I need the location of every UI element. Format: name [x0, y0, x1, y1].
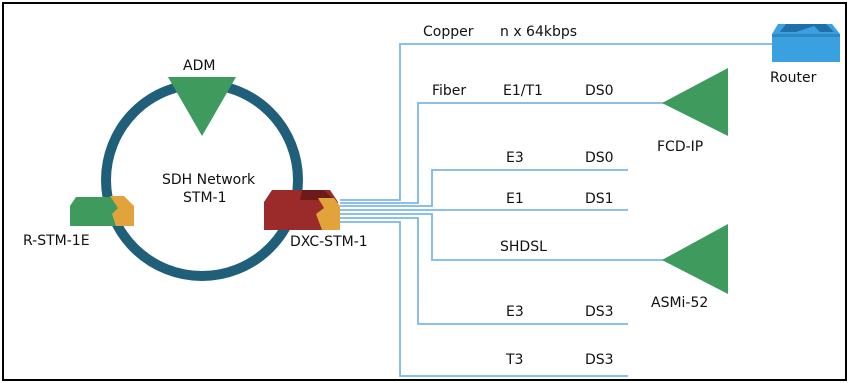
link-e3-ds3 [340, 217, 628, 325]
link-t3-ds3 [340, 221, 628, 377]
r-stm1e-label: R-STM-1E [23, 233, 90, 249]
link-fiber-rate: DS0 [585, 83, 614, 99]
router-icon [772, 24, 840, 62]
link-e3-ds0 [340, 169, 628, 207]
dxc-stm1-icon [264, 190, 340, 230]
link-e3-ds0-rate: DS0 [585, 150, 614, 166]
link-shdsl-type: SHDSL [500, 239, 547, 255]
link-fiber-label: Fiber [432, 83, 466, 99]
network-rate-label: STM-1 [183, 190, 226, 206]
router-label: Router [770, 70, 817, 86]
asmi-52-label: ASMi-52 [651, 295, 708, 311]
link-fiber [340, 102, 665, 204]
link-e3-ds0-type: E3 [506, 150, 524, 166]
link-shdsl [340, 213, 665, 261]
network-name-label: SDH Network [162, 172, 256, 188]
link-t3-ds3-type: T3 [505, 352, 523, 368]
asmi-52-icon [662, 224, 728, 294]
link-copper-rate: n x 64kbps [500, 24, 577, 40]
fcd-ip-label: FCD-IP [657, 139, 703, 155]
link-e3-ds3-type: E3 [506, 304, 524, 320]
dxc-stm1-label: DXC-STM-1 [290, 234, 368, 250]
adm-label: ADM [183, 58, 215, 74]
link-t3-ds3-rate: DS3 [585, 352, 614, 368]
fcd-ip-icon [662, 68, 728, 136]
link-e3-ds3-rate: DS3 [585, 304, 614, 320]
r-stm1e-icon [70, 196, 134, 226]
adm-icon [168, 77, 236, 136]
link-e1-ds1-rate: DS1 [585, 191, 614, 207]
link-copper [340, 43, 800, 201]
link-copper-label: Copper [423, 24, 474, 40]
link-lines [340, 43, 800, 377]
link-fiber-type: E1/T1 [503, 83, 543, 99]
link-e1-ds1-type: E1 [506, 191, 524, 207]
